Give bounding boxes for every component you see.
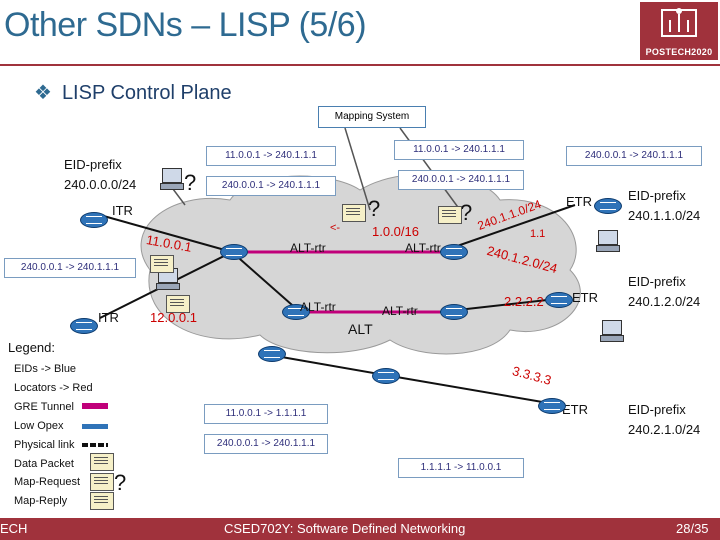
core-router-1-icon: [258, 346, 286, 362]
legend-physical-link: Physical link: [14, 439, 75, 451]
box-left-mid: 240.0.0.1 -> 240.1.1.1: [4, 258, 136, 278]
right-eid-1-label: EID-prefix: [628, 188, 686, 203]
link-alt-etr1: [439, 204, 576, 253]
legend-low-opex: Low Opex: [14, 420, 64, 432]
alt-router-3-icon: [282, 304, 310, 320]
logo-text: POSTECH2020: [645, 47, 713, 57]
diamond-bullet-icon: ❖: [34, 82, 52, 104]
right-eid-1: EID-prefix 240.1.1.0/24: [628, 186, 700, 226]
map-request-envelope-icon: [342, 204, 366, 222]
locator-12-0-0-1: 12.0.0.1: [150, 310, 197, 325]
title-bar: Other SDNs – LISP (5/6) POSTECH2020: [0, 0, 720, 63]
slide-title: Other SDNs – LISP (5/6): [4, 6, 367, 44]
right-eid-2-value: 240.1.2.0/24: [628, 294, 701, 309]
right-eid-2: EID-prefix 240.1.2.0/24: [628, 272, 700, 312]
etr-3-label: ETR: [562, 402, 588, 417]
legend-gre-swatch: [82, 403, 108, 409]
legend-map-reply: Map-Reply: [14, 495, 68, 507]
box-top-right: 240.0.0.1 -> 240.1.1.1: [566, 146, 702, 166]
locator-arrow: <-: [330, 222, 341, 234]
legend-data-packet: Data Packet: [14, 458, 74, 470]
locator-1-1: 1.1: [530, 228, 546, 240]
box-bottom-1: 11.0.0.1 -> 1.1.1.1: [204, 404, 328, 424]
itr-top-router-icon: [80, 212, 108, 228]
etr-3-router-icon: [538, 398, 566, 414]
footer-page-number: 28/35: [676, 521, 709, 536]
map-request-envelope-2-icon: [438, 206, 462, 224]
box-top-mid: 11.0.0.1 -> 240.1.1.1: [394, 140, 524, 160]
postech-logo: POSTECH2020: [640, 2, 718, 60]
locator-1-0-0-16: 1.0.0/16: [372, 224, 419, 239]
itr-bottom-label: ITR: [98, 310, 119, 325]
host-top-icon: [160, 168, 184, 190]
footer-left: ECH: [0, 521, 28, 536]
alt-rtr-label-1: ALT-rtr: [290, 241, 326, 255]
data-packet-1-icon: [150, 255, 174, 273]
logo-emblem-icon: [661, 8, 697, 37]
right-eid-3-value: 240.2.1.0/24: [628, 422, 701, 437]
etr-2-router-icon: [545, 292, 573, 308]
link-alt-vertical: [231, 251, 301, 313]
left-eid-prefix: EID-prefix 240.0.0.0/24: [64, 155, 136, 195]
left-eid-label: EID-prefix: [64, 157, 122, 172]
etr-1-router-icon: [594, 198, 622, 214]
legend-map-reply-icon: [90, 492, 114, 510]
legend-data-packet-icon: [90, 453, 114, 471]
arrow-to-mapping: [344, 127, 371, 211]
core-router-2-icon: [372, 368, 400, 384]
right-eid-3: EID-prefix 240.2.1.0/24: [628, 400, 700, 440]
alt-router-4-icon: [440, 304, 468, 320]
itr-top-label: ITR: [112, 203, 133, 218]
legend-map-request-icon: [90, 473, 114, 491]
question-mark-2: ?: [368, 196, 381, 221]
alt-rtr-label-2: ALT-rtr: [405, 241, 441, 255]
title-rule: [0, 64, 720, 66]
alt-rtr-label-3: ALT-rtr: [300, 300, 336, 314]
data-packet-2-icon: [166, 295, 190, 313]
bullet-heading: ❖ LISP Control Plane: [34, 80, 232, 105]
legend-question-mark: ?: [114, 470, 127, 495]
box-bottom-3: 1.1.1.1 -> 11.0.0.1: [398, 458, 524, 478]
question-mark-1: ?: [184, 170, 197, 195]
alt-router-1-icon: [220, 244, 248, 260]
footer-course: CSED702Y: Software Defined Networking: [224, 521, 466, 536]
box-top-left: 11.0.0.1 -> 240.1.1.1: [206, 146, 336, 166]
link-etr3: [269, 354, 561, 406]
left-eid-value: 240.0.0.0/24: [64, 177, 137, 192]
right-eid-3-label: EID-prefix: [628, 402, 686, 417]
alt-label: ALT: [348, 321, 373, 337]
footer-bar: ECH CSED702Y: Software Defined Networkin…: [0, 518, 720, 540]
legend-title: Legend:: [8, 340, 55, 355]
legend-eids: EIDs -> Blue: [14, 363, 77, 375]
alt-rtr-label-4: ALT-rtr: [382, 304, 418, 318]
host-right-2-icon: [600, 320, 624, 342]
box-mid-mid: 240.0.0.1 -> 240.1.1.1: [398, 170, 524, 190]
legend-opex-swatch: [82, 424, 108, 429]
host-right-1-icon: [596, 230, 620, 252]
alt-router-2-icon: [440, 244, 468, 260]
question-mark-3: ?: [460, 200, 473, 225]
legend-map-request: Map-Request: [14, 476, 81, 488]
legend-locators: Locators -> Red: [14, 382, 93, 394]
right-eid-1-value: 240.1.1.0/24: [628, 208, 701, 223]
bullet-text: LISP Control Plane: [61, 82, 232, 104]
legend-gre-tunnel: GRE Tunnel: [14, 401, 74, 413]
box-bottom-2: 240.0.0.1 -> 240.1.1.1: [204, 434, 328, 454]
right-eid-2-label: EID-prefix: [628, 274, 686, 289]
link-itr-top: [99, 214, 233, 253]
box-mid-left: 240.0.0.1 -> 240.1.1.1: [206, 176, 336, 196]
etr-1-label: ETR: [566, 194, 592, 209]
mapping-system-box: Mapping System: [318, 106, 426, 128]
etr-2-label: ETR: [572, 290, 598, 305]
locator-2-2-2-2: 2.2.2.2: [504, 294, 544, 309]
itr-bottom-router-icon: [70, 318, 98, 334]
